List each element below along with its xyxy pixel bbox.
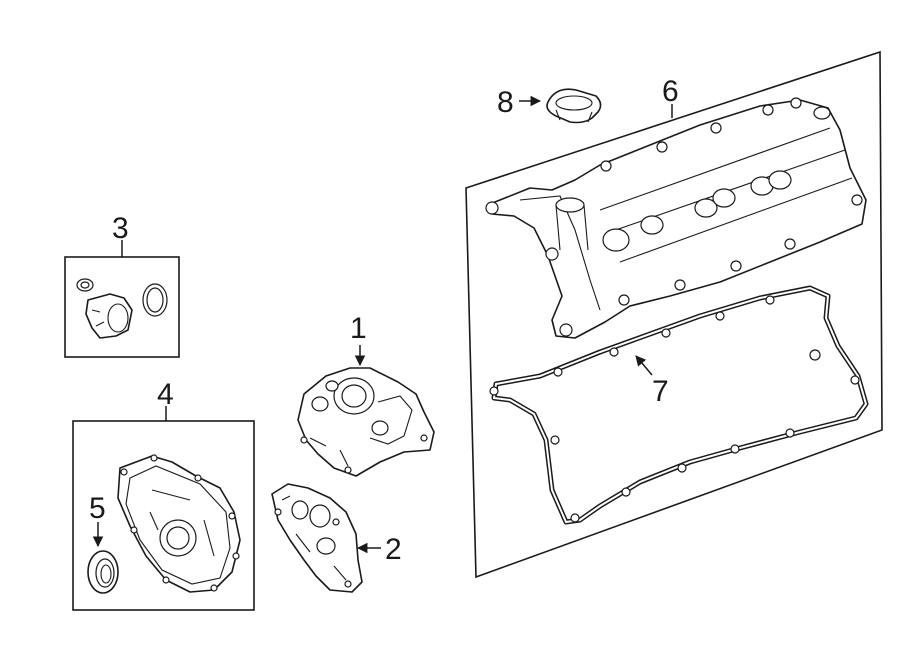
callout-1: 1 — [350, 312, 367, 345]
callout-2: 2 — [385, 533, 402, 566]
callout-8: 8 — [497, 86, 514, 119]
callout-7: 7 — [652, 375, 669, 408]
front-crank-seal — [87, 550, 119, 594]
callout-5: 5 — [89, 492, 106, 525]
valve-cover-gasket — [489, 285, 869, 525]
water-pump-housing — [297, 367, 435, 477]
oil-filler-cap — [546, 88, 602, 124]
leader-7 — [635, 355, 653, 376]
callout-4: 4 — [157, 378, 174, 411]
sensor-assembly — [76, 278, 168, 339]
housing-gasket — [271, 483, 363, 593]
callout-6: 6 — [662, 75, 679, 108]
callout-3: 3 — [112, 212, 129, 245]
valve-cover — [485, 97, 867, 339]
timing-cover — [117, 454, 241, 593]
